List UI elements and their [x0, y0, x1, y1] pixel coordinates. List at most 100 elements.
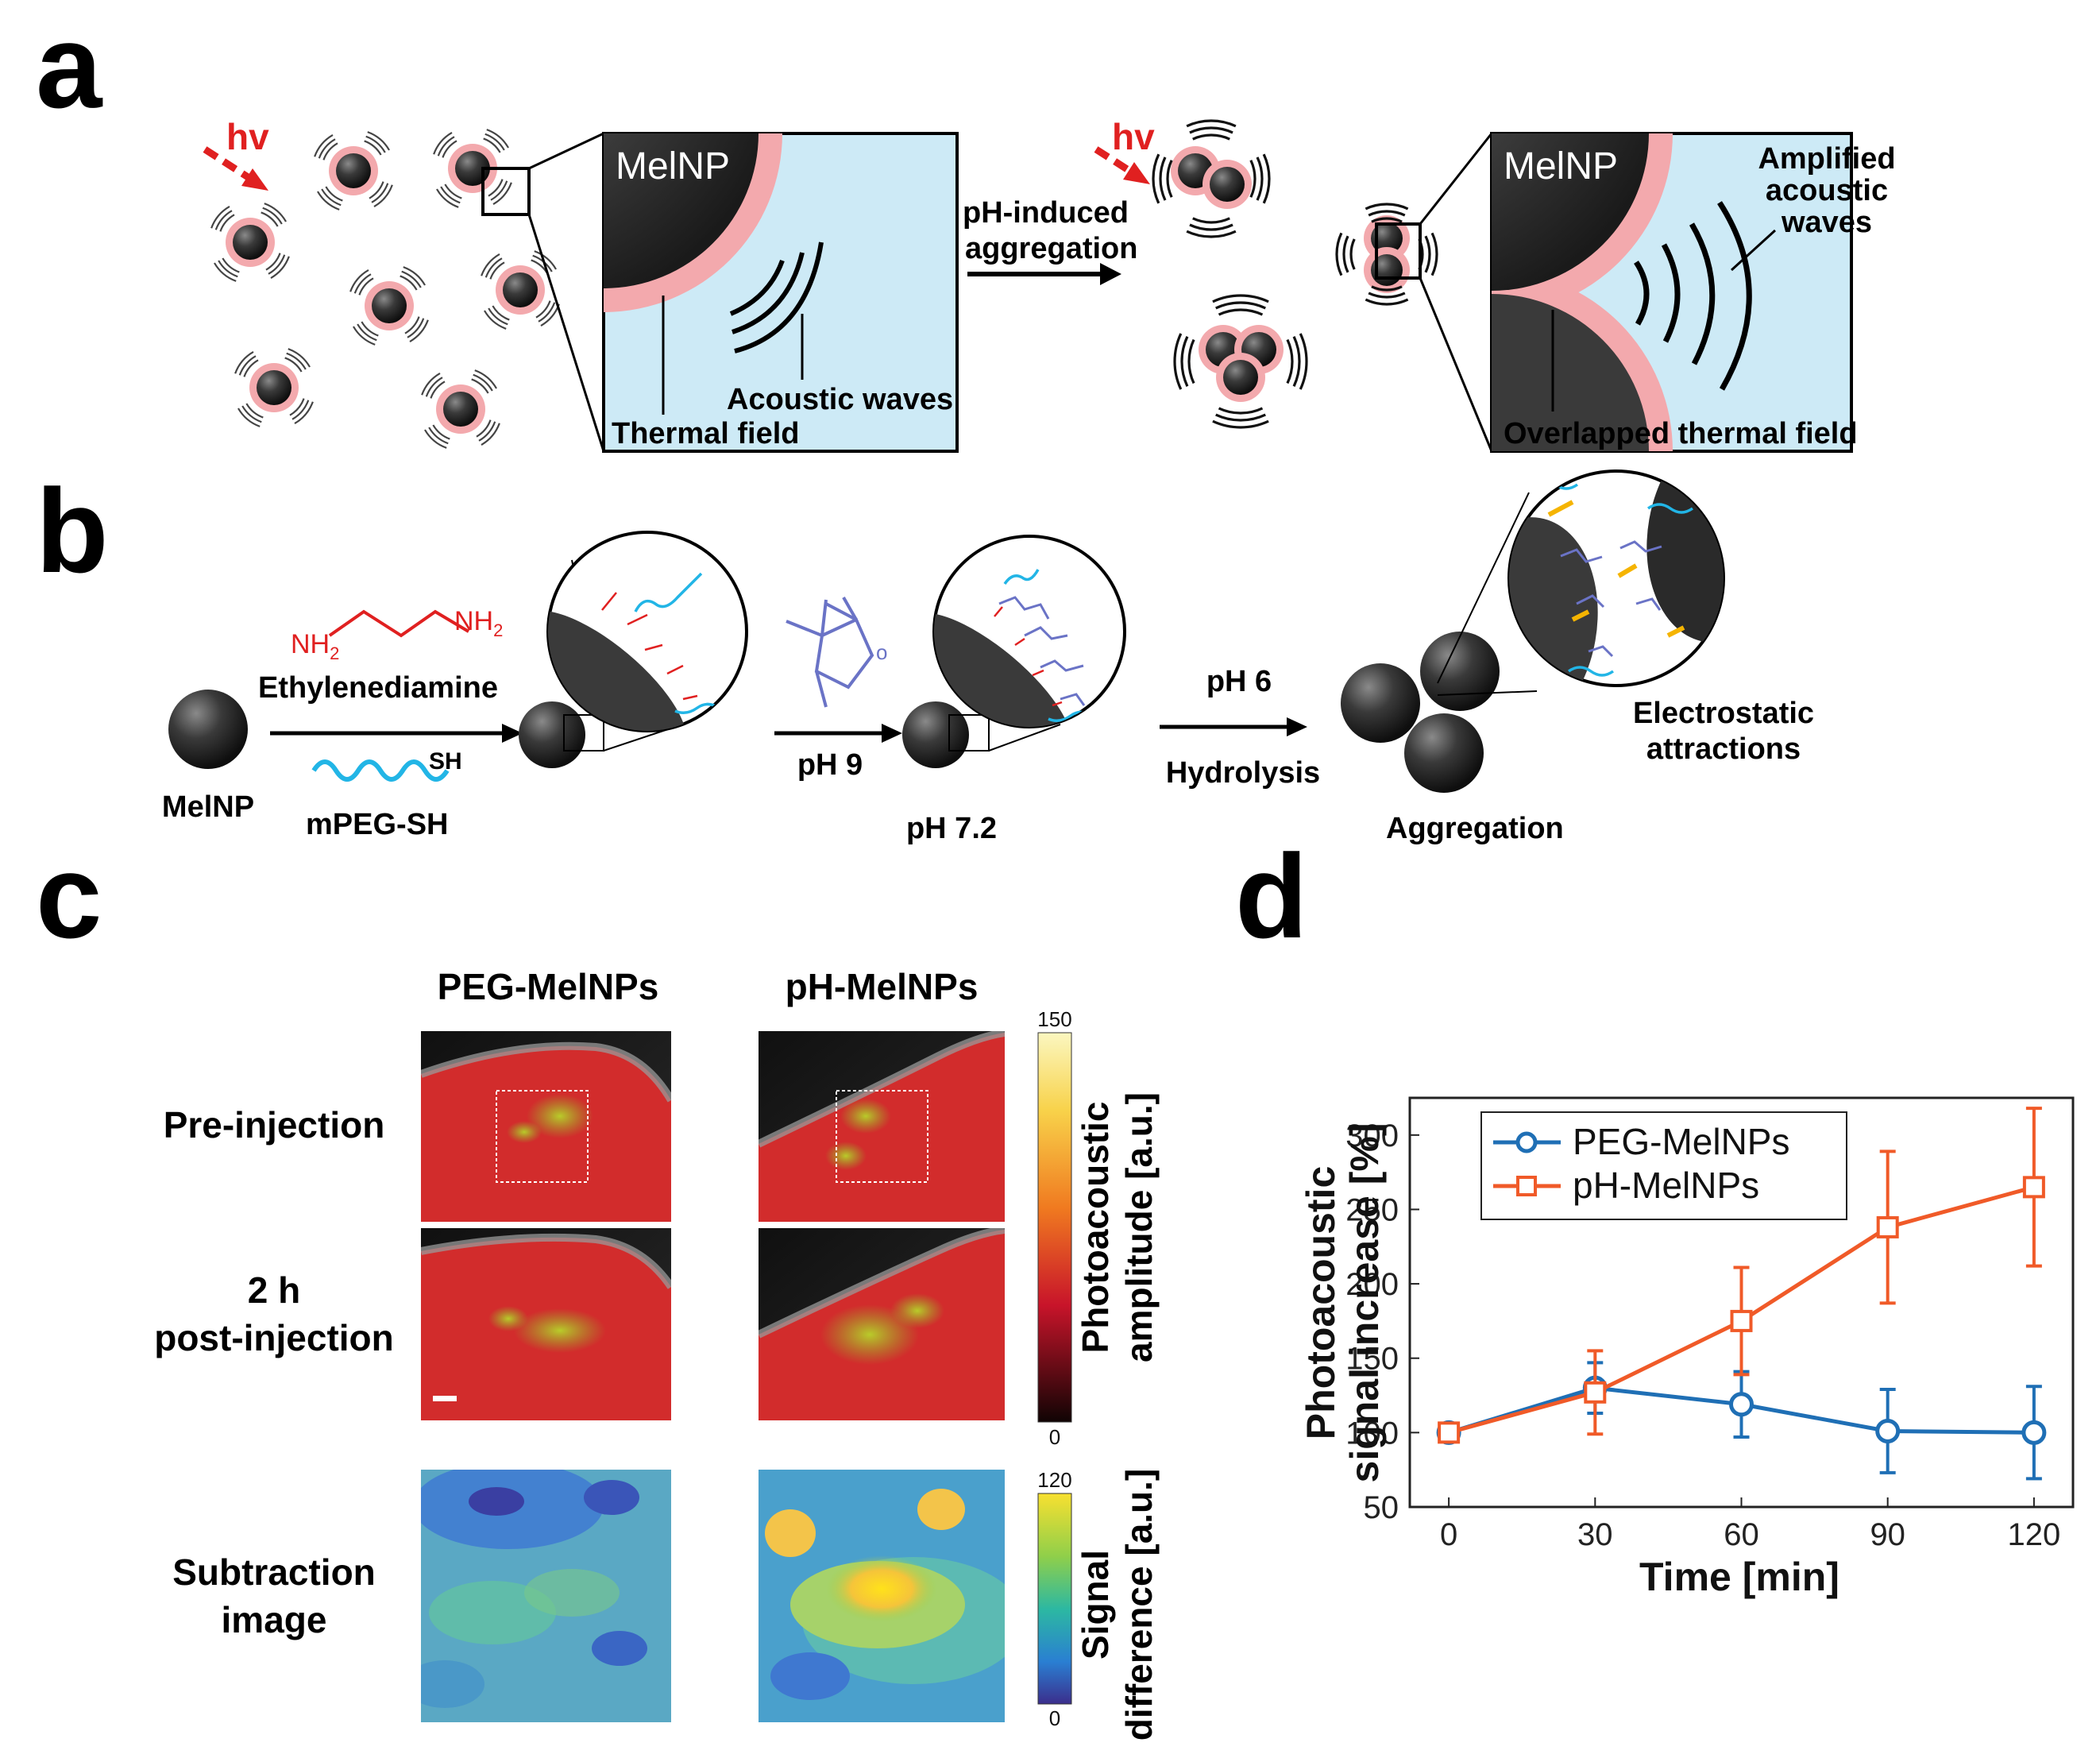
wave-arc — [1368, 292, 1406, 299]
wave-arc — [1430, 232, 1438, 276]
wave-arc — [1192, 133, 1230, 141]
nanoparticle — [314, 131, 393, 211]
amplified-line1: Amplified — [1758, 142, 1895, 176]
hv-label-2: hv — [1112, 116, 1155, 157]
colorbar1-label-2: amplitude [a.u.] — [1118, 1092, 1160, 1362]
wave-arc — [1173, 333, 1183, 390]
aggregate-particle — [1341, 663, 1420, 743]
nh2-right: NH2 — [454, 606, 503, 640]
roi-box — [496, 1090, 589, 1183]
arrow-right-icon — [1287, 717, 1307, 736]
nanoparticle — [421, 369, 500, 449]
series-layer — [1436, 1107, 2047, 1481]
wave-arc — [1371, 285, 1403, 292]
wave-arc — [1365, 298, 1409, 306]
y-tick-label: 150 — [1345, 1342, 1399, 1377]
us-image-ph-pre — [759, 1031, 1005, 1222]
wave-arc — [1159, 156, 1167, 201]
legend-label-peg: PEG-MelNPs — [1573, 1121, 1789, 1162]
nh2-left: NH2 — [291, 629, 339, 663]
aggregation-arrow-line2: aggregation — [965, 232, 1137, 265]
wave-arc — [1187, 338, 1195, 384]
aggregation-arrow-line1: pH-induced — [963, 196, 1129, 230]
row-label-pre: Pre-injection — [164, 1104, 385, 1146]
wave-arc — [1256, 156, 1264, 201]
panel-b: MelNP NH2 NH2 Ethylenediamine SH mPEG-SH — [162, 469, 1814, 845]
wave-arc — [1218, 308, 1264, 316]
arrow-right-icon — [502, 724, 523, 743]
colorbar2-label-1: Signal — [1075, 1550, 1116, 1659]
thermal-field-label: Thermal field — [612, 417, 800, 450]
x-tick-label: 30 — [1577, 1517, 1613, 1552]
data-point — [2021, 1420, 2047, 1445]
roi-box — [836, 1090, 928, 1183]
nanoparticle — [234, 348, 314, 427]
legend-label-ph: pH-MelNPs — [1573, 1165, 1759, 1206]
data-point — [1730, 1309, 1753, 1332]
hydrolysis-label: Hydrolysis — [1166, 756, 1320, 790]
amplified-line2: acoustic — [1766, 174, 1888, 207]
x-tick-label: 0 — [1440, 1517, 1457, 1552]
melnp-particle — [168, 690, 248, 769]
acoustic-waves-label: Acoustic waves — [727, 383, 953, 416]
acoustic-wave-icon — [729, 259, 785, 316]
panel-a: hv MelNP Thermal field Acoustic waves pH… — [203, 116, 1896, 453]
isolated-nanoparticles — [210, 129, 560, 449]
nanoparticle — [210, 203, 290, 282]
wave-arc — [1249, 160, 1257, 198]
arrow-right-icon — [1100, 263, 1121, 285]
inset-thermal-field: MelNP Thermal field Acoustic waves — [602, 132, 959, 453]
wave-arc — [1371, 217, 1403, 223]
colorbar1-label-1: Photoacoustic — [1075, 1102, 1116, 1354]
colorbar-difference — [1037, 1493, 1072, 1705]
aggregation-label: Aggregation — [1386, 812, 1564, 845]
peg-chain-icon — [311, 759, 450, 782]
wave-arc — [1189, 223, 1233, 231]
panel-label-d: d — [1235, 829, 1308, 963]
light-arrow-icon — [1094, 146, 1150, 184]
electrostatic-line1: Electrostatic — [1633, 697, 1814, 730]
zoom-box-1 — [481, 167, 531, 216]
inset2-melnp-label: MelNP — [1504, 145, 1618, 187]
wave-arc — [1186, 119, 1237, 128]
wave-arc — [1192, 217, 1230, 224]
y-axis-title-line2: signal increase [%] — [1342, 1123, 1387, 1483]
wave-arc — [1180, 336, 1189, 387]
us-image-peg-post — [421, 1228, 671, 1420]
wave-arc — [1166, 160, 1173, 198]
col-header-ph: pH-MelNPs — [786, 966, 979, 1007]
data-point — [1876, 1215, 1899, 1238]
colorbar1-max: 150 — [1037, 1007, 1071, 1031]
wave-arc — [1292, 336, 1301, 387]
sh-label: SH — [429, 748, 462, 775]
wave-arc — [1215, 413, 1266, 422]
x-tick-label: 60 — [1724, 1517, 1759, 1552]
surface-zoom-lens-2 — [932, 535, 1126, 728]
melnp-label-b: MelNP — [162, 790, 254, 824]
y-tick-label: 250 — [1345, 1192, 1399, 1227]
data-point — [1584, 1381, 1607, 1404]
colorbar2-min: 0 — [1049, 1706, 1060, 1730]
data-point — [2022, 1176, 2045, 1199]
y-axis-title-line1: Photoacoustic — [1299, 1166, 1343, 1439]
hv-label-1: hv — [226, 116, 269, 157]
arrow-right-icon — [882, 724, 902, 743]
us-image-peg-pre — [421, 1031, 671, 1222]
y-tick-label: 300 — [1345, 1119, 1399, 1153]
x-axis-title: Time [min] — [1639, 1555, 1839, 1599]
legend-marker-ph — [1516, 1176, 1537, 1196]
row-label-post-1: 2 h — [248, 1269, 300, 1311]
wave-arc — [1212, 419, 1269, 429]
inset-overlapped-field: MelNP Amplified acoustic waves Overlappe… — [1490, 132, 1896, 453]
colorbar2-max: 120 — [1037, 1468, 1071, 1492]
ph6-label: pH 6 — [1206, 665, 1272, 698]
nanoparticle — [1216, 353, 1265, 402]
inset1-melnp-label: MelNP — [616, 145, 730, 187]
y-tick-label: 100 — [1345, 1416, 1399, 1451]
wave-arc — [1286, 338, 1294, 384]
wave-arc — [1365, 203, 1409, 211]
